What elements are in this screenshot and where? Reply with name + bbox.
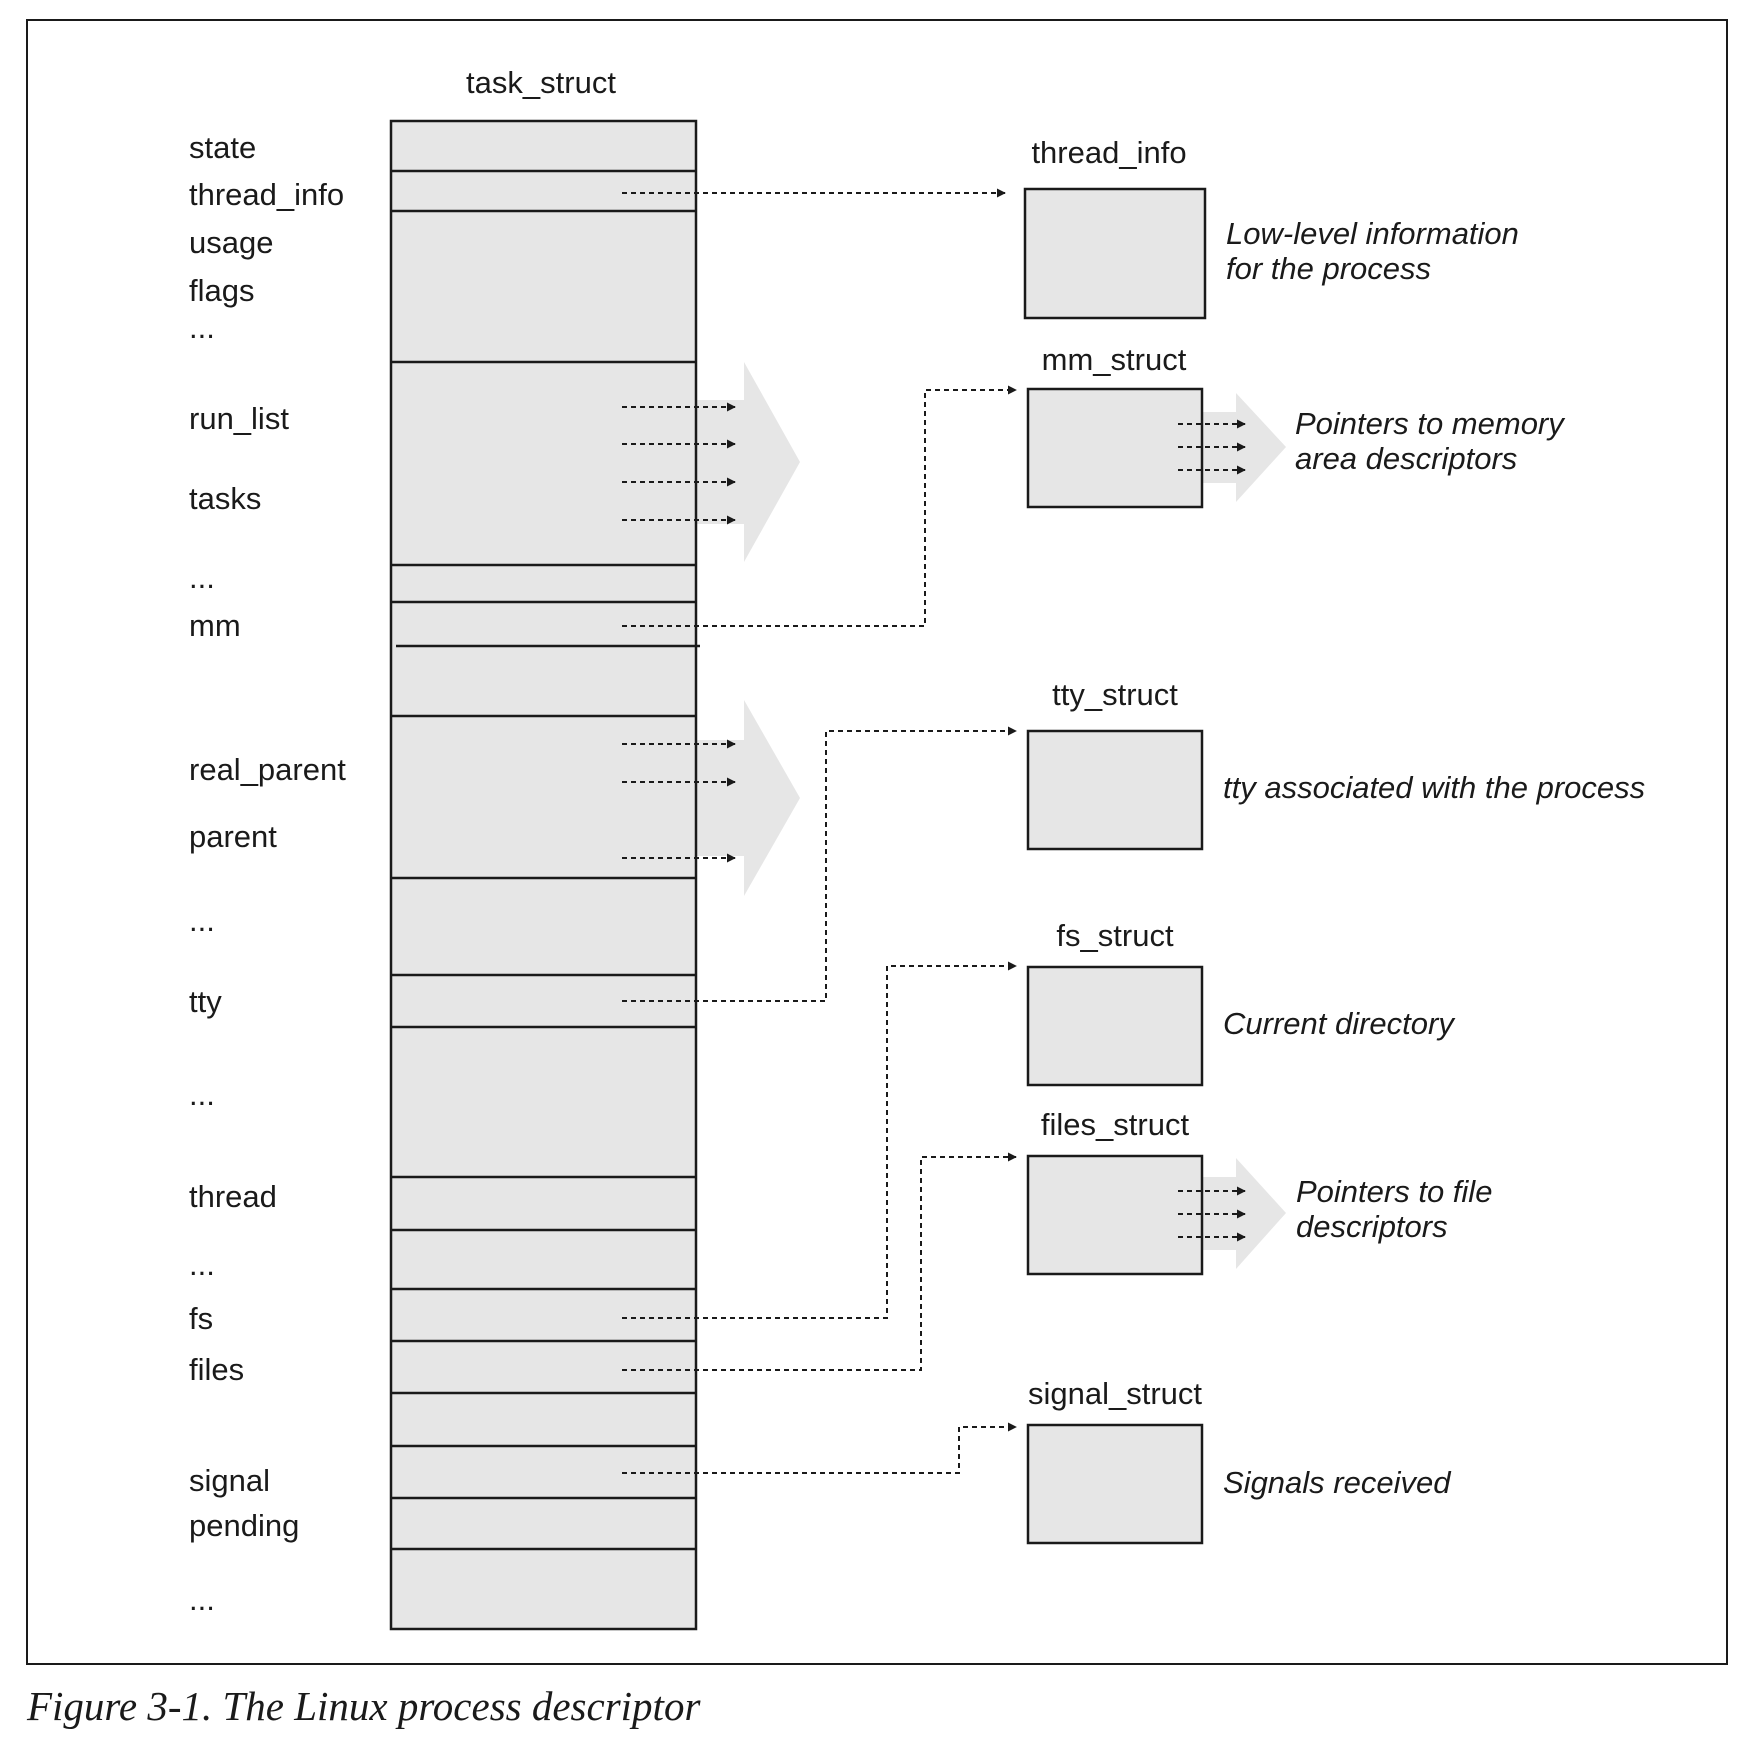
mm-struct-inner-arrows <box>1178 419 1246 475</box>
task-struct-field-labels: state thread_info usage flags ... run_li… <box>189 130 346 1617</box>
task-struct-box <box>389 119 698 1631</box>
field-thread-info: thread_info <box>189 177 344 212</box>
field-pending: pending <box>189 1508 299 1543</box>
mm-struct-desc: Pointers to memory area descriptors <box>1295 406 1572 476</box>
list-pointer-arrows <box>622 402 736 863</box>
list-pointers-arrow-1 <box>690 362 800 562</box>
fs-struct-desc: Current directory <box>1223 1006 1456 1041</box>
fs-pointer <box>622 961 1017 1319</box>
field-files: files <box>189 1352 244 1387</box>
field-ellipsis: ... <box>189 560 215 595</box>
field-flags: flags <box>189 273 254 308</box>
thread-info-desc: Low-level information for the process <box>1226 216 1528 286</box>
field-ellipsis: ... <box>189 1582 215 1617</box>
field-ellipsis: ... <box>189 1077 215 1112</box>
signal-pointer <box>622 1422 1017 1474</box>
thread-info-box <box>1023 187 1207 320</box>
files-struct-title: files_struct <box>1041 1107 1190 1142</box>
tty-pointer <box>622 726 1017 1002</box>
files-struct-inner-arrows <box>1178 1186 1246 1242</box>
files-pointer <box>622 1152 1017 1371</box>
task-struct-title: task_struct <box>466 65 616 100</box>
field-real-parent: real_parent <box>189 752 346 787</box>
field-signal: signal <box>189 1463 270 1498</box>
signal-struct-desc: Signals received <box>1223 1465 1452 1500</box>
field-thread: thread <box>189 1179 277 1214</box>
files-struct-box <box>1026 1154 1204 1276</box>
thread-info-title: thread_info <box>1031 135 1186 170</box>
field-ellipsis: ... <box>189 310 215 345</box>
figure-frame <box>26 19 1728 1665</box>
field-state: state <box>189 130 256 165</box>
signal-struct-box <box>1026 1423 1204 1545</box>
task-struct-separators <box>391 169 700 1551</box>
field-mm: mm <box>189 608 241 643</box>
signal-struct-title: signal_struct <box>1028 1376 1202 1411</box>
field-parent: parent <box>189 819 277 854</box>
tty-struct-desc: tty associated with the process <box>1223 770 1645 805</box>
mm-struct-title: mm_struct <box>1042 342 1187 377</box>
field-tasks: tasks <box>189 481 261 516</box>
field-ellipsis: ... <box>189 1247 215 1282</box>
files-struct-desc: Pointers to file descriptors <box>1296 1174 1501 1244</box>
fs-struct-title: fs_struct <box>1056 918 1174 953</box>
tty-struct-title: tty_struct <box>1052 677 1178 712</box>
mm-struct-box <box>1026 387 1204 509</box>
fs-struct-box <box>1026 965 1204 1087</box>
list-pointers-arrow-2 <box>690 700 800 896</box>
figure-caption: Figure 3-1. The Linux process descriptor <box>26 1683 701 1729</box>
field-fs: fs <box>189 1301 213 1336</box>
pointer-connectors <box>622 188 1017 1474</box>
field-usage: usage <box>189 225 273 260</box>
field-tty: tty <box>189 984 222 1019</box>
field-run-list: run_list <box>189 401 289 436</box>
field-ellipsis: ... <box>189 903 215 938</box>
tty-struct-box <box>1026 729 1204 851</box>
